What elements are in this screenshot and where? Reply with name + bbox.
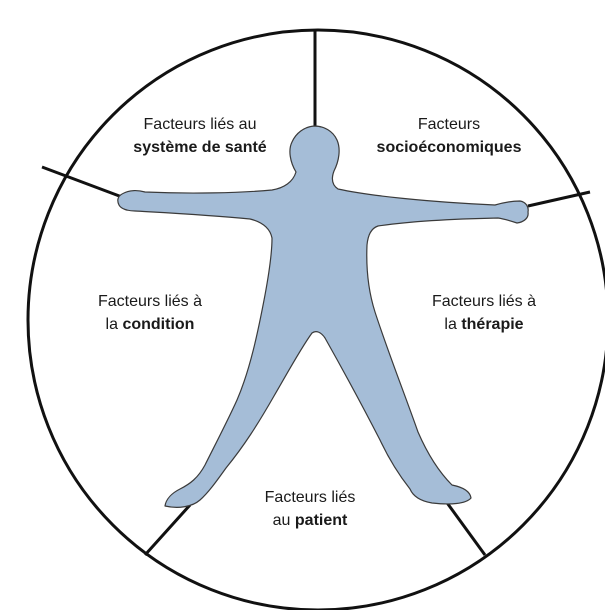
- label-condition: Facteurs liés à la condition: [98, 290, 202, 336]
- label-therapie-line1: Facteurs liés à: [431, 293, 537, 310]
- label-condition-line2-prefix: la: [105, 316, 123, 333]
- outer-circle: [26, 28, 605, 610]
- divider-upper-right: [527, 190, 591, 208]
- label-socio-line2: socioéconomiques: [377, 136, 522, 159]
- divider-lower-left: [143, 503, 192, 557]
- label-socioeconomiques: Facteurs socioéconomiques: [377, 113, 522, 159]
- label-systeme-line2-bold: système de santé: [133, 139, 267, 156]
- label-patient-line2: au patient: [265, 509, 356, 532]
- human-figure: [117, 125, 529, 508]
- label-patient-line2-bold: patient: [294, 512, 348, 529]
- label-socio-line2-bold: socioéconomiques: [376, 139, 522, 156]
- label-condition-line2-bold: condition: [122, 316, 195, 333]
- label-patient-line1: Facteurs liés: [264, 489, 356, 506]
- label-patient: Facteurs liés au patient: [265, 486, 356, 532]
- label-therapie-line2: la thérapie: [432, 313, 536, 336]
- label-systeme-line1: Facteurs liés au: [143, 116, 257, 133]
- label-condition-line2: la condition: [98, 313, 202, 336]
- label-condition-line1: Facteurs liés à: [97, 293, 203, 310]
- divider-upper-left: [41, 165, 123, 199]
- label-systeme-line2: système de santé: [133, 136, 266, 159]
- divider-lower-right: [443, 499, 487, 556]
- label-therapie-line2-prefix: la: [444, 316, 462, 333]
- label-therapie: Facteurs liés à la thérapie: [432, 290, 536, 336]
- label-therapie-line2-bold: thérapie: [461, 316, 524, 333]
- label-socio-line1: Facteurs: [417, 116, 481, 133]
- label-systeme-de-sante: Facteurs liés au système de santé: [133, 113, 266, 159]
- label-patient-line2-prefix: au: [272, 512, 295, 529]
